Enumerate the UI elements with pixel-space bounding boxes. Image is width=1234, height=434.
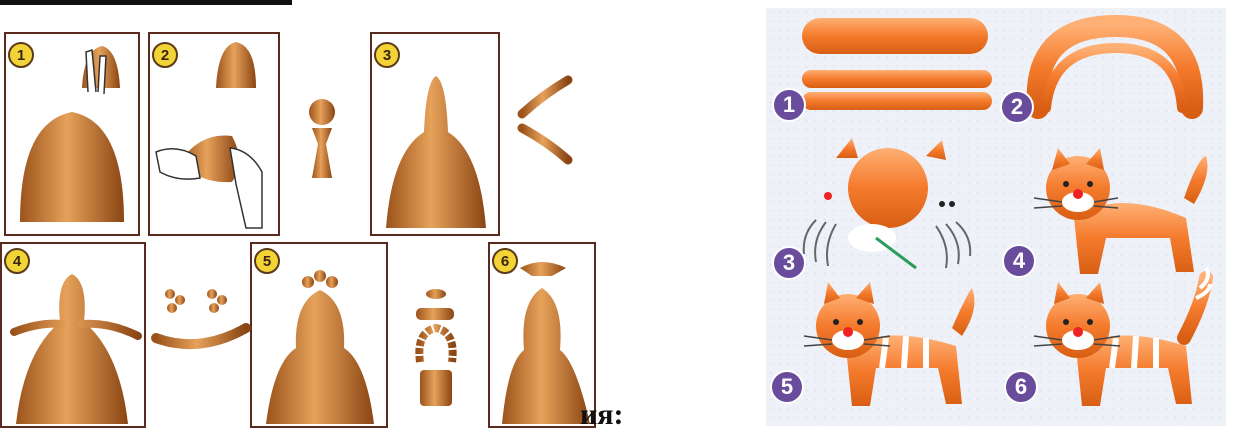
cat-step-badge-4: 4 — [1002, 244, 1036, 278]
doll-step-badge-3: 3 — [374, 42, 400, 68]
cat-step-badge-3: 3 — [772, 246, 806, 280]
heading-underline — [0, 0, 292, 5]
doll-step-badge-6: 6 — [492, 248, 518, 274]
cat-step-badge-1: 1 — [772, 88, 806, 122]
cat-step-badge-5: 5 — [770, 370, 804, 404]
cat-step-badge-6: 6 — [1004, 370, 1038, 404]
cat-instructions-image: 1 2 3 4 5 6 — [766, 8, 1226, 426]
clay-figures — [0, 32, 596, 428]
cat-figures — [766, 8, 1226, 426]
caption-text: ия: — [580, 398, 624, 432]
doll-step-badge-5: 5 — [254, 248, 280, 274]
doll-step-badge-2: 2 — [152, 42, 178, 68]
cat-step-badge-2: 2 — [1000, 90, 1034, 124]
doll-step-badge-1: 1 — [8, 42, 34, 68]
doll-step-badge-4: 4 — [4, 248, 30, 274]
doll-instructions-image: 1 2 3 4 5 6 — [0, 32, 596, 428]
